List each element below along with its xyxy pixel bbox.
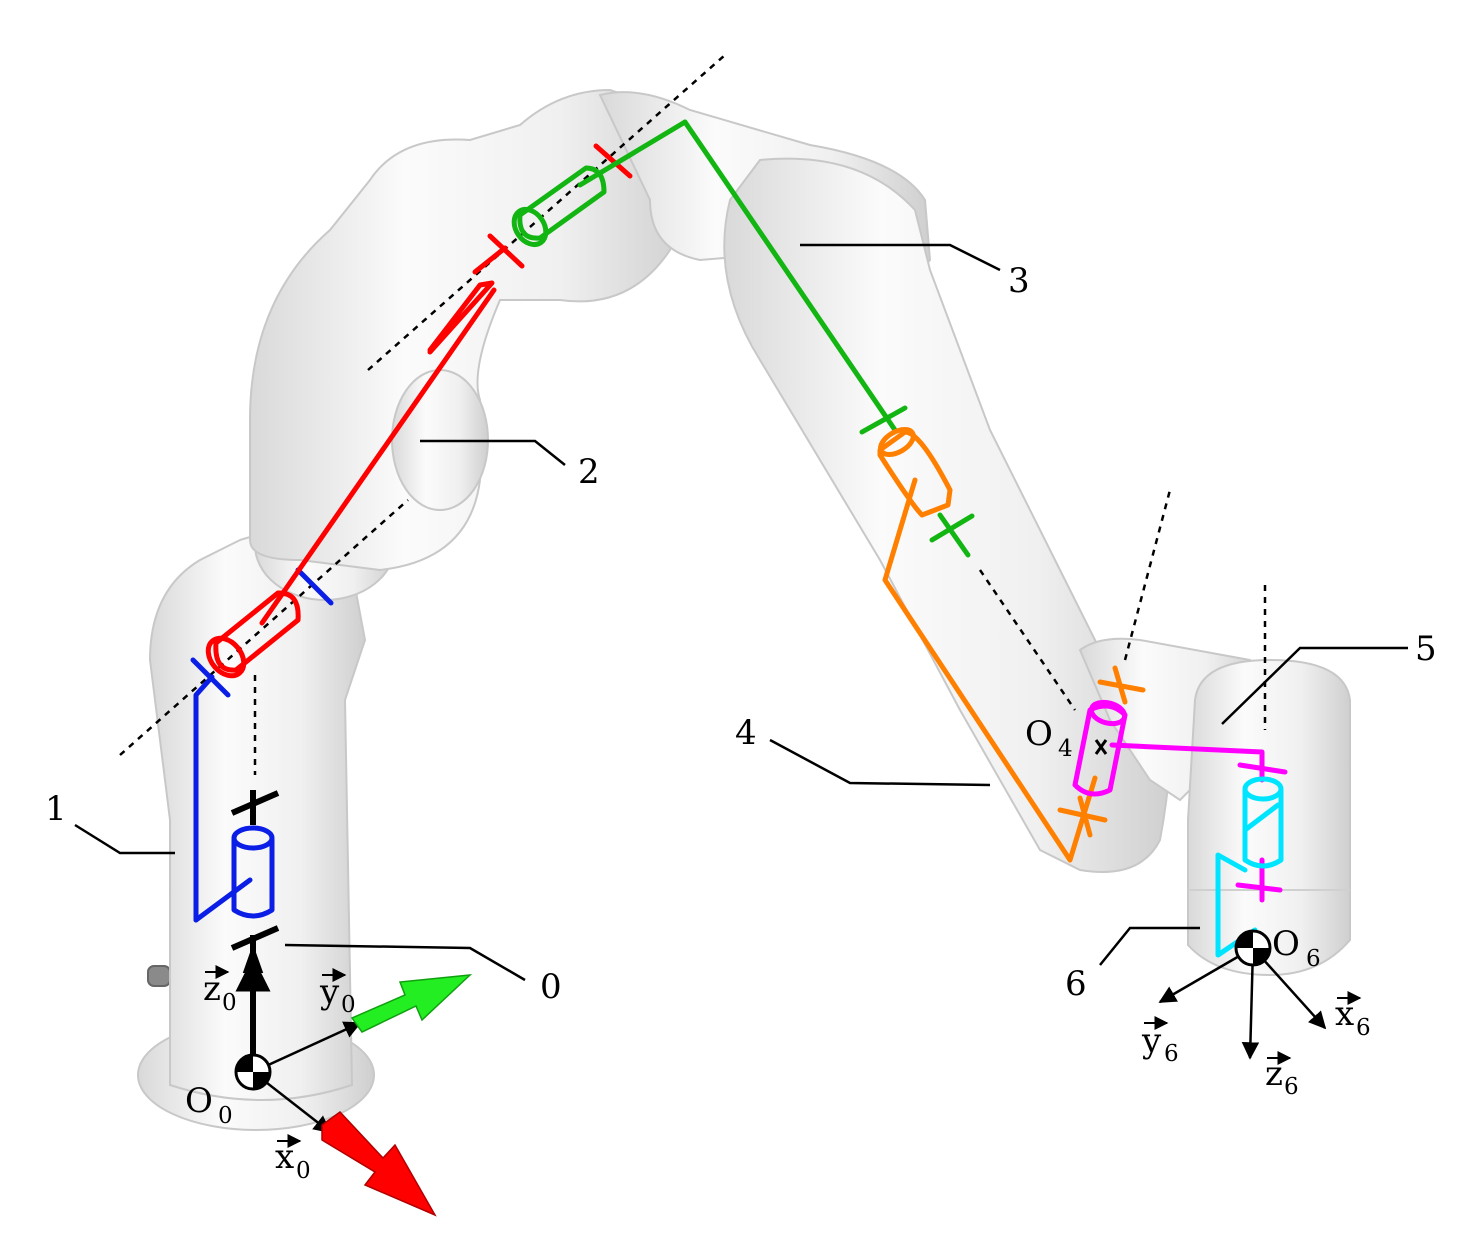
- svg-text:0: 0: [218, 1103, 233, 1129]
- label-O6: O 6: [1272, 924, 1321, 972]
- base-connector: [147, 965, 171, 987]
- leader-lines: [74, 243, 1408, 982]
- svg-text:6: 6: [1356, 1015, 1371, 1041]
- label-y0: y 0: [319, 968, 356, 1018]
- label-y6: y 6: [1141, 1016, 1179, 1067]
- label-link-1: 1: [45, 789, 67, 829]
- svg-text:0: 0: [341, 992, 356, 1018]
- label-link-0: 0: [540, 967, 562, 1007]
- svg-text:x: x: [1335, 994, 1354, 1034]
- label-link-6: 6: [1065, 964, 1087, 1004]
- label-z0: z 0: [203, 965, 237, 1016]
- svg-text:y: y: [1141, 1021, 1162, 1061]
- label-link-2: 2: [578, 452, 600, 492]
- x-axis-3d-arrow: [321, 1111, 437, 1217]
- label-O4: O 4: [1025, 714, 1073, 762]
- svg-text:y: y: [319, 972, 340, 1012]
- tool-frame: [1158, 929, 1327, 1060]
- link5-kinematic: [1072, 699, 1288, 903]
- link1-body: [148, 532, 367, 1101]
- link3-kinematic: [511, 119, 975, 558]
- link5-body: [1187, 658, 1351, 977]
- label-link-3: 3: [1008, 261, 1030, 301]
- link3-forearm-body: [723, 157, 1173, 873]
- svg-text:O: O: [185, 1081, 213, 1121]
- svg-text:6: 6: [1284, 1074, 1299, 1100]
- svg-text:x: x: [275, 1137, 294, 1177]
- svg-text:O: O: [1025, 714, 1053, 754]
- joint4-origin-marker: [1094, 739, 1108, 755]
- link2-kinematic: [205, 143, 633, 679]
- svg-text:6: 6: [1306, 946, 1321, 972]
- label-x6: x 6: [1335, 991, 1371, 1041]
- label-x0: x 0: [275, 1134, 311, 1184]
- svg-text:O: O: [1272, 924, 1300, 964]
- svg-text:6: 6: [1164, 1041, 1179, 1067]
- link1-kinematic: [190, 567, 334, 923]
- svg-text:0: 0: [296, 1158, 311, 1184]
- label-z6: z 6: [1265, 1051, 1299, 1100]
- y-axis-3d-arrow: [350, 974, 473, 1033]
- label-link-4: 4: [735, 713, 757, 753]
- svg-text:z: z: [1265, 1054, 1283, 1094]
- base-frame: [234, 956, 473, 1217]
- svg-text:4: 4: [1058, 736, 1073, 762]
- svg-text:z: z: [203, 969, 221, 1009]
- joint-axes-dashed: [119, 54, 1267, 775]
- link4-kinematic: [877, 427, 1146, 863]
- link2-body: [249, 88, 693, 572]
- label-link-5: 5: [1415, 629, 1437, 669]
- label-O0: O 0: [185, 1081, 233, 1129]
- svg-text:0: 0: [222, 990, 237, 1016]
